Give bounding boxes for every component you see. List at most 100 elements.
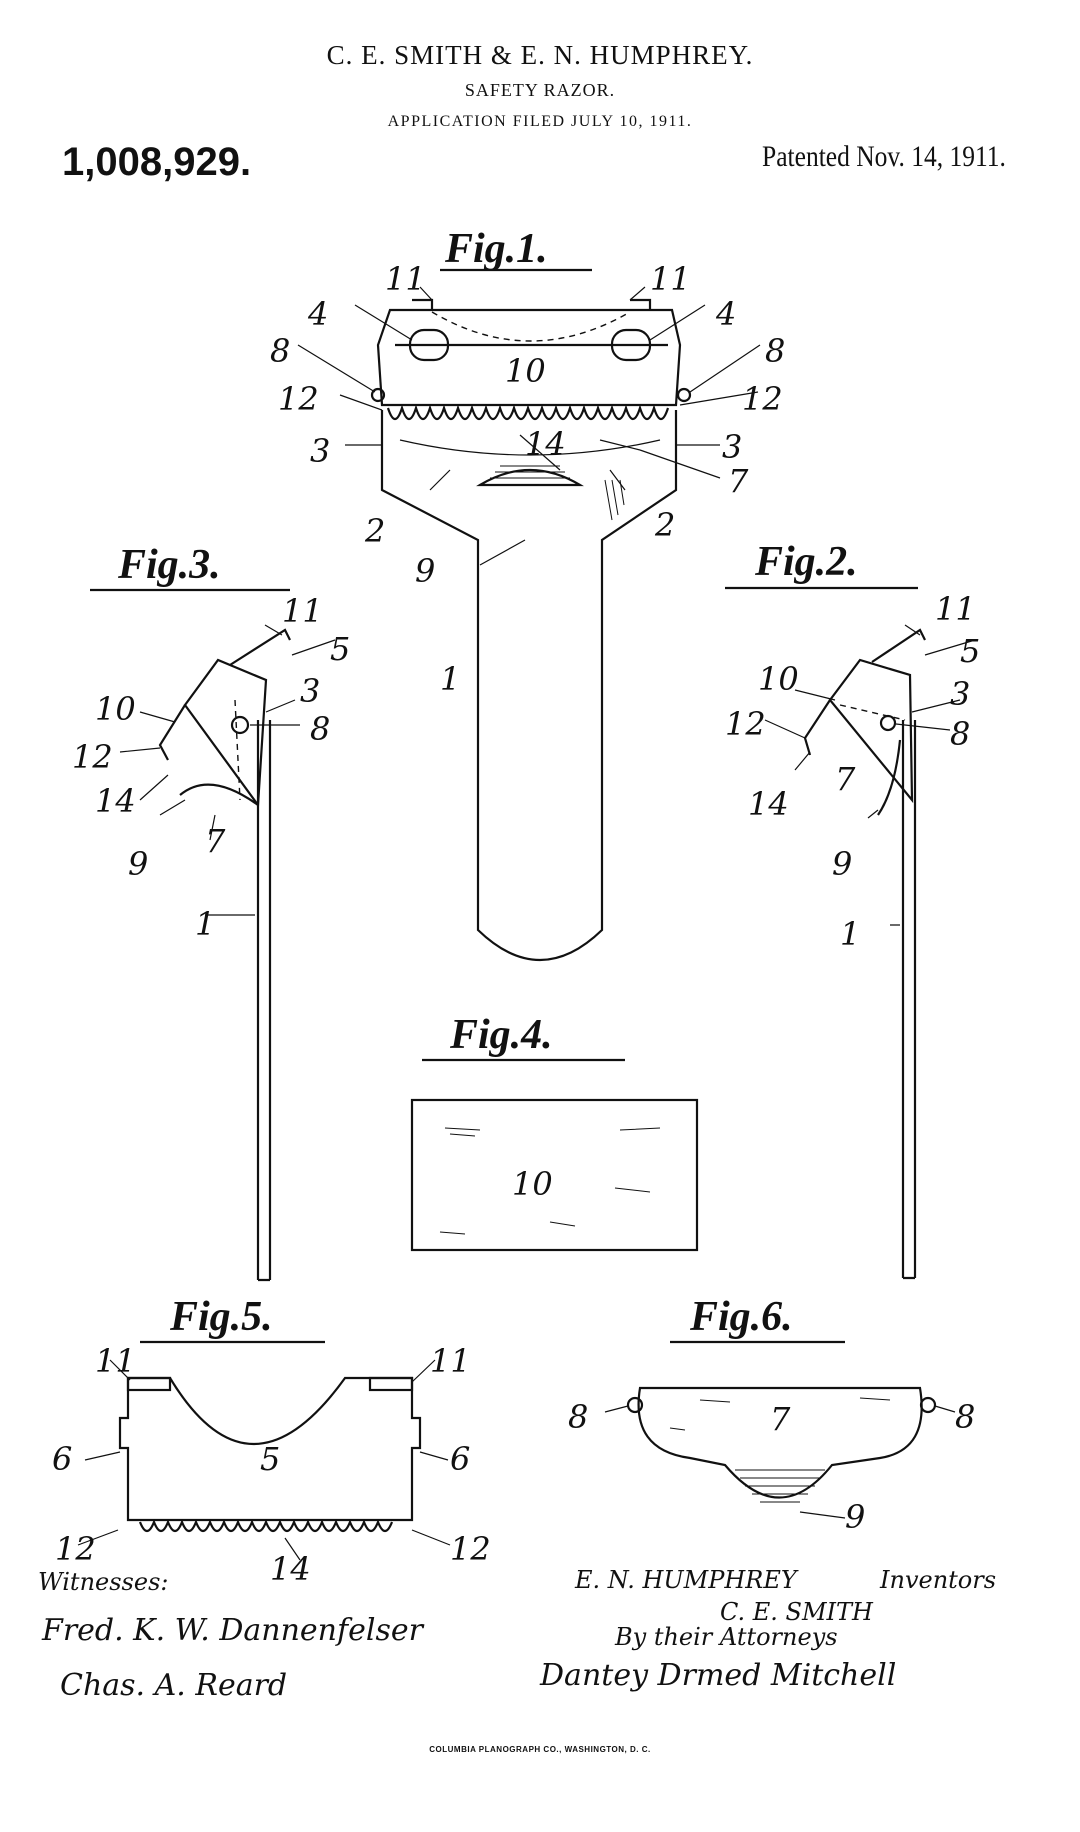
patent-title: SAFETY RAZOR. [464, 80, 616, 100]
fig6-ref-8-left: 8 [568, 1398, 588, 1436]
fig1-ref-10: 10 [505, 352, 546, 390]
fig3-ref-8: 8 [310, 710, 330, 748]
fig3-blade-top [229, 628, 291, 666]
witness-2-signature: Chas. A. Reard [60, 1668, 287, 1703]
fig6-pin-right [919, 1396, 937, 1414]
fig2-ref-3: 3 [950, 675, 970, 713]
fig1-ref-8-right: 8 [765, 332, 785, 370]
fig5-comb-teeth [138, 1518, 394, 1533]
fig5-leaders [77, 1359, 451, 1561]
fig1-pin-left [370, 387, 386, 403]
fig2-head [828, 658, 914, 804]
fig6-pin-left [626, 1396, 644, 1414]
fig4-ref-10: 10 [512, 1165, 553, 1203]
fig1-pin-right [676, 387, 692, 403]
fig6-ref-8-right: 8 [955, 1398, 975, 1436]
fig1-ref-4-right: 4 [715, 295, 736, 333]
fig3-head [183, 658, 268, 809]
fig2-ref-14: 14 [748, 785, 789, 823]
fig2-ref-9: 9 [832, 845, 852, 883]
fig3-handle [256, 720, 272, 1282]
fig2-ref-11: 11 [935, 590, 976, 628]
fig5-ref-11-right: 11 [430, 1342, 471, 1380]
fig2-ref-7: 7 [835, 760, 856, 798]
fig2-ref-1: 1 [840, 915, 860, 953]
application-date: APPLICATION FILED JULY 10, 1911. [387, 113, 693, 130]
figure-6: Fig.6. 8 8 7 9 [568, 1294, 975, 1536]
fig3-ref-7: 7 [205, 822, 226, 860]
fig1-ref-12-right: 12 [742, 380, 783, 418]
fig1-comb-teeth [386, 404, 670, 421]
fig6-title: Fig.6. [689, 1294, 793, 1340]
fig2-ref-5: 5 [960, 632, 980, 670]
fig1-razor-head [376, 308, 682, 407]
fig1-ref-1: 1 [440, 660, 460, 698]
fig1-bowl [476, 469, 584, 487]
figure-5: Fig.5. 11 11 6 6 5 12 12 14 [52, 1294, 491, 1588]
fig5-lug-right [368, 1376, 414, 1392]
patented-date: Patented Nov. 14, 1911. [762, 140, 1006, 173]
figure-2: Fig.2. 11 5 3 8 10 12 14 7 9 1 [725, 539, 980, 1280]
fig1-ref-2-left: 2 [364, 512, 385, 550]
inventor-1-name: E. N. HUMPHREY [574, 1566, 799, 1594]
attorneys-signature: Dantey Drmed Mitchell [539, 1658, 896, 1693]
fig5-title: Fig.5. [169, 1294, 273, 1340]
fig5-ref-12-right: 12 [450, 1530, 491, 1568]
fig1-dashed-arc [431, 311, 631, 342]
fig5-ref-12-left: 12 [55, 1530, 96, 1568]
printer-imprint: COLUMBIA PLANOGRAPH CO., WASHINGTON, D. … [429, 1745, 651, 1754]
witness-1-signature: Fred. K. W. Dannenfelser [41, 1613, 425, 1648]
fig3-ref-14: 14 [95, 782, 136, 820]
witnesses-label: Witnesses: [38, 1568, 168, 1596]
fig4-blade [410, 1098, 699, 1252]
fig5-ref-6-left: 6 [52, 1440, 72, 1478]
patent-number: 1,008,929. [62, 140, 252, 184]
inventors-label: Inventors [879, 1566, 996, 1594]
fig1-title: Fig.1. [444, 226, 548, 272]
fig1-ref-14: 14 [525, 425, 566, 463]
fig1-ref-3-right: 3 [722, 428, 742, 466]
fig1-leaders [297, 286, 761, 566]
fig6-ref-7: 7 [770, 1400, 791, 1438]
fig1-ref-11-right: 11 [650, 260, 691, 298]
fig3-leaders [119, 624, 336, 916]
fig3-ref-3: 3 [300, 672, 320, 710]
fig1-ref-12-left: 12 [278, 380, 319, 418]
fig6-frame [637, 1386, 923, 1499]
inventor-2-name: C. E. SMITH [720, 1598, 874, 1626]
fig2-bowl-arc [877, 739, 902, 816]
fig3-ref-11: 11 [282, 592, 323, 630]
fig6-ref-9: 9 [845, 1498, 865, 1536]
fig2-ref-10: 10 [758, 660, 799, 698]
fig3-dashed-line [234, 699, 241, 801]
fig3-pivot-pin [230, 715, 250, 735]
attorneys-label: By their Attorneys [614, 1623, 838, 1651]
fig5-lug-left [126, 1376, 172, 1392]
fig2-ref-8: 8 [950, 715, 970, 753]
fig3-bowl-arc [179, 783, 259, 806]
fig1-lugs [412, 298, 652, 310]
fig1-ref-2-right: 2 [654, 506, 675, 544]
fig2-ref-12: 12 [725, 705, 766, 743]
figure-1: Fig.1. 11 [270, 226, 785, 961]
fig2-handle [901, 720, 917, 1280]
fig6-shading [669, 1397, 891, 1503]
fig1-ref-3-left: 3 [310, 432, 330, 470]
fig1-ref-4-left: 4 [307, 295, 328, 333]
fig1-frame-handle [380, 410, 678, 961]
signature-block: Witnesses: Fred. K. W. Dannenfelser Chas… [38, 1566, 996, 1703]
fig5-ref-5: 5 [260, 1440, 280, 1478]
fig3-ref-12: 12 [72, 738, 113, 776]
fig1-ref-11-left: 11 [385, 260, 426, 298]
fig1-ref-9: 9 [415, 552, 435, 590]
inventors-heading: C. E. SMITH & E. N. HUMPHREY. [326, 40, 754, 70]
fig3-guard-arm [158, 704, 186, 761]
fig5-ref-11-left: 11 [95, 1342, 136, 1380]
fig2-guard-arm [803, 699, 831, 756]
fig1-slot-left [408, 328, 450, 362]
fig2-leaders [764, 624, 976, 926]
fig5-ref-6-right: 6 [450, 1440, 470, 1478]
fig5-guard-plate [118, 1376, 422, 1522]
fig3-ref-10: 10 [95, 690, 136, 728]
